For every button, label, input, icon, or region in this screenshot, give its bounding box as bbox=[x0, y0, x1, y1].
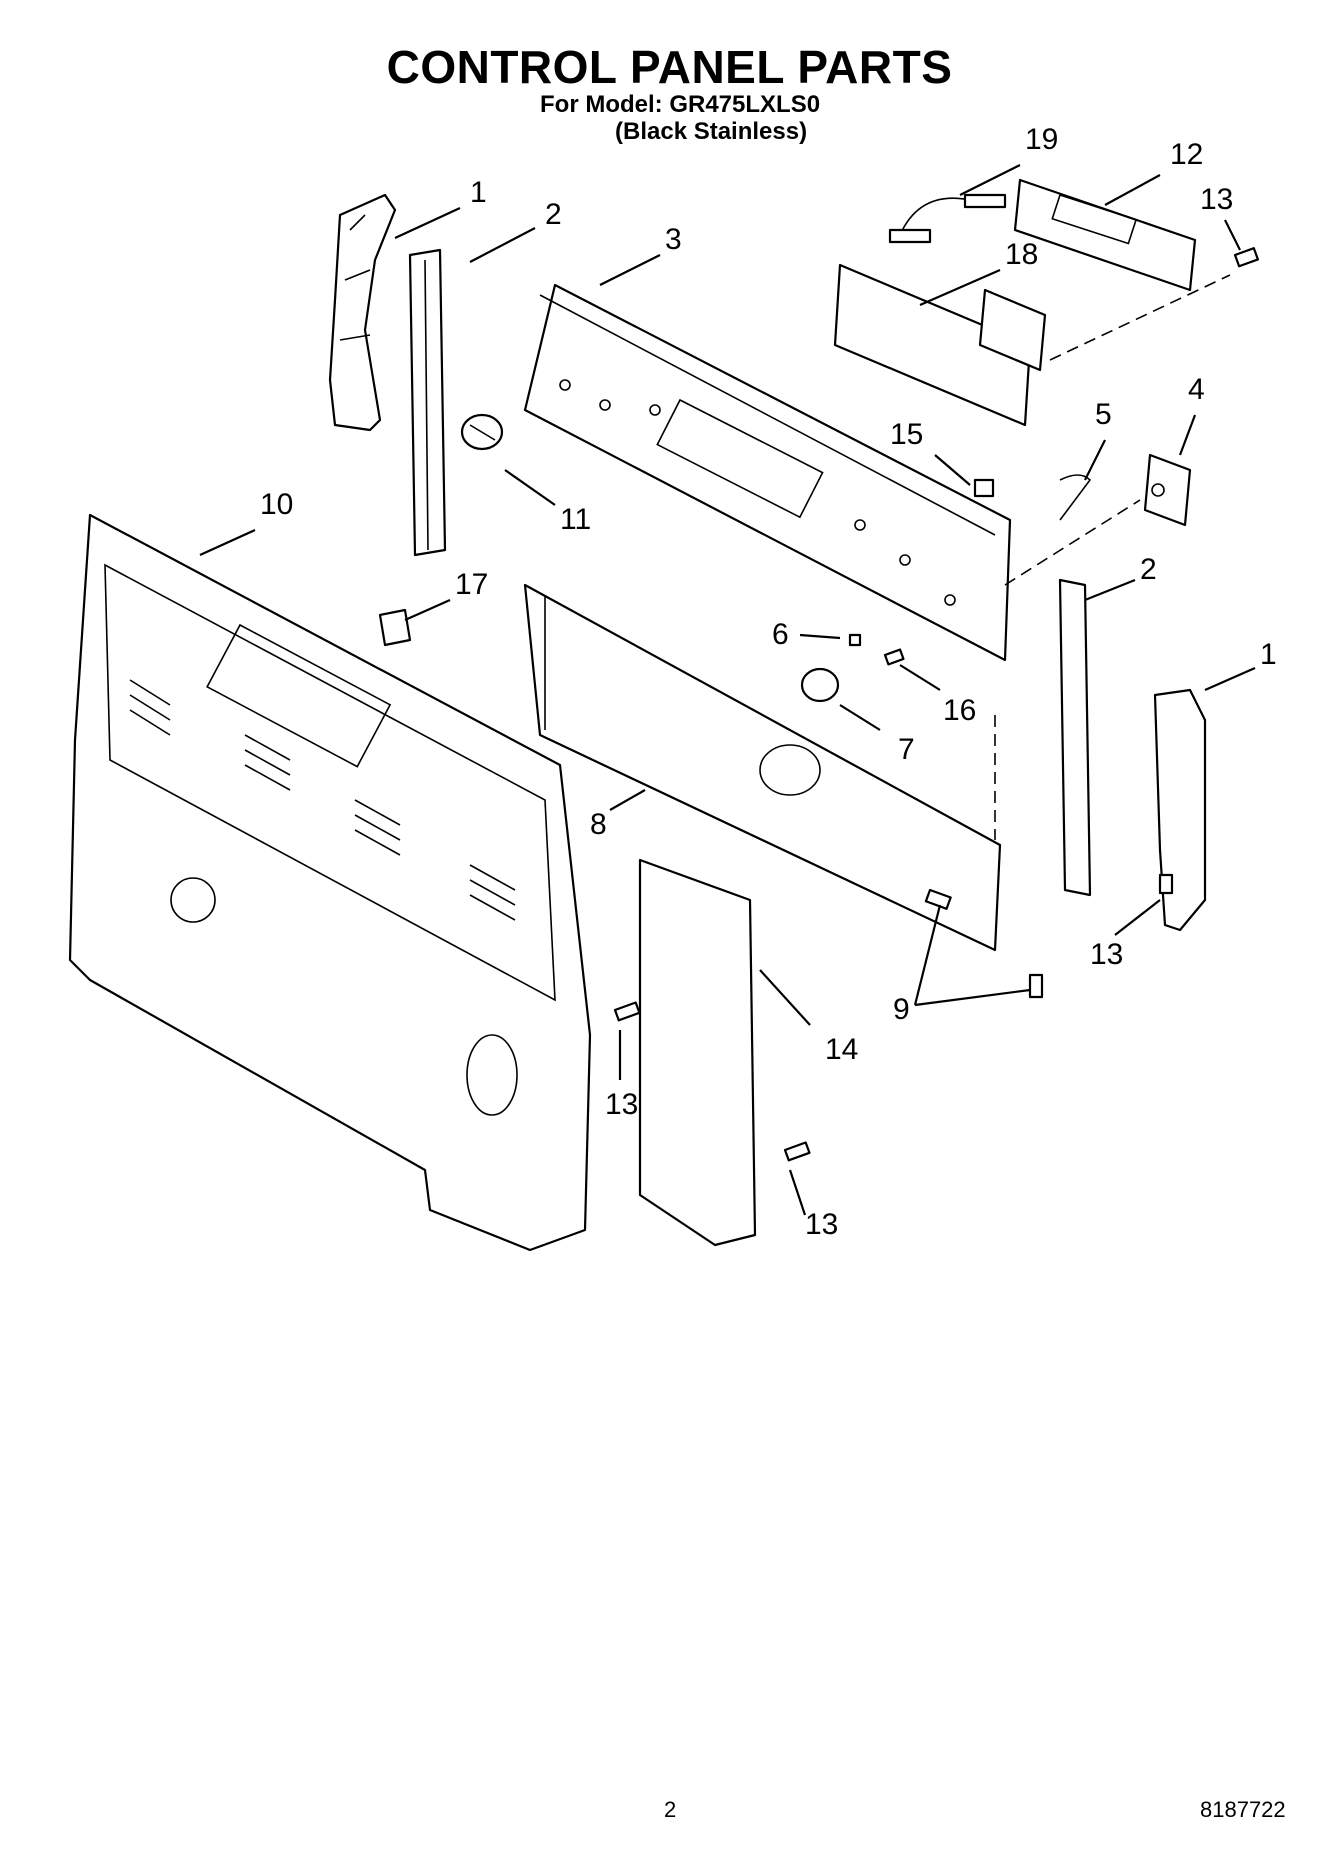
part-11-knob bbox=[460, 413, 504, 451]
callout-12: 12 bbox=[1170, 138, 1204, 171]
page-title: CONTROL PANEL PARTS bbox=[386, 41, 953, 93]
callout-9: 9 bbox=[893, 993, 910, 1026]
part-15-clip bbox=[973, 478, 995, 498]
callout-4: 4 bbox=[1188, 373, 1205, 406]
part-2-left-bracket bbox=[408, 248, 447, 557]
callout-7: 7 bbox=[898, 733, 915, 766]
part-1-right-endcap bbox=[1153, 688, 1207, 932]
part-10-rear-panel bbox=[68, 513, 592, 1252]
callout-11: 11 bbox=[560, 503, 592, 536]
callout-13: 13 bbox=[1200, 183, 1234, 216]
callout-19: 19 bbox=[1025, 123, 1059, 156]
model-line: For Model: GR475LXLS0 bbox=[540, 91, 821, 118]
page-number: 2 bbox=[664, 1797, 677, 1822]
part-17-bracket-clip bbox=[378, 608, 412, 647]
callout-1: 1 bbox=[470, 176, 487, 209]
alignment-line bbox=[1049, 274, 1231, 361]
callout-3: 3 bbox=[665, 223, 682, 256]
screw-parts bbox=[613, 247, 1259, 1162]
callout-13-center: 13 bbox=[605, 1088, 639, 1121]
callout-5: 5 bbox=[1095, 398, 1112, 431]
part-19-wire-harness bbox=[888, 193, 1007, 244]
part-4-infinite-switch bbox=[1143, 453, 1192, 527]
part-7-knob bbox=[800, 667, 840, 703]
part-14-side-trim bbox=[638, 858, 757, 1247]
callout-16: 16 bbox=[943, 694, 977, 727]
callout-6: 6 bbox=[772, 618, 789, 651]
callout-10: 10 bbox=[260, 488, 294, 521]
callout-14: 14 bbox=[825, 1033, 859, 1066]
document-number: 8187722 bbox=[1200, 1797, 1286, 1822]
part-18-control-board bbox=[833, 263, 1047, 427]
callout-leader-lines bbox=[199, 164, 1256, 1216]
callout-17: 17 bbox=[455, 568, 489, 601]
callout-2-right: 2 bbox=[1140, 553, 1157, 586]
part-3-control-panel bbox=[523, 283, 1012, 662]
callout-13-right: 13 bbox=[1090, 938, 1124, 971]
part-5-wire bbox=[1059, 474, 1092, 521]
callout-1-right: 1 bbox=[1260, 638, 1277, 671]
callout-8: 8 bbox=[590, 808, 607, 841]
callout-13-bottom: 13 bbox=[805, 1208, 839, 1241]
callout-2: 2 bbox=[545, 198, 562, 231]
callout-18: 18 bbox=[1005, 238, 1039, 271]
callout-15: 15 bbox=[890, 418, 924, 451]
variant-line: (Black Stainless) bbox=[615, 118, 808, 145]
part-12-touch-panel bbox=[1013, 178, 1197, 292]
alignment-line bbox=[1004, 499, 1141, 586]
part-8-support bbox=[523, 583, 1002, 952]
part-2-right-bracket bbox=[1058, 578, 1092, 897]
part-1-left-endcap bbox=[328, 193, 397, 432]
